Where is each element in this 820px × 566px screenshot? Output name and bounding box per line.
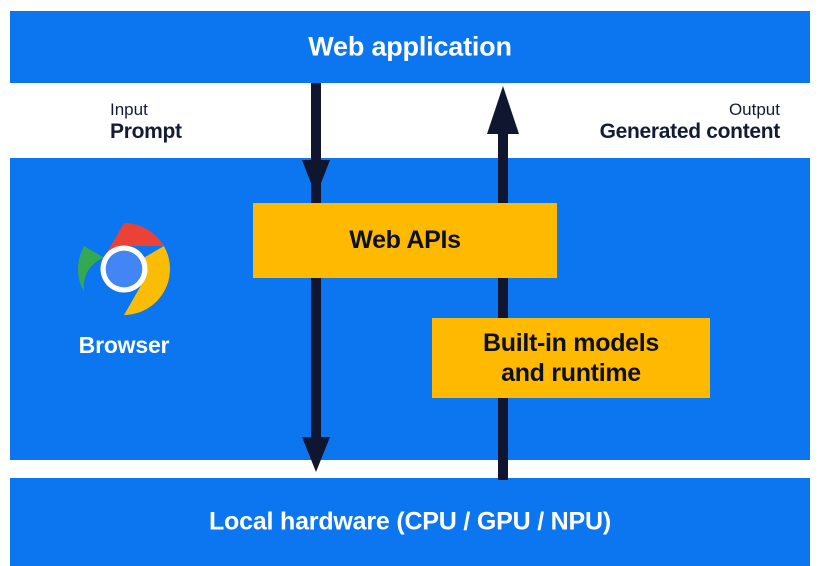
band-local-hardware-label: Local hardware (CPU / GPU / NPU) xyxy=(208,507,611,536)
band-local-hardware: Local hardware (CPU / GPU / NPU) xyxy=(10,478,810,566)
flow-output-kind: Output xyxy=(728,100,780,119)
band-web-application: Web application xyxy=(10,11,810,83)
browser-group: Browser xyxy=(48,222,200,359)
band-web-application-label: Web application xyxy=(308,31,512,62)
box-web-apis-label: Web APIs xyxy=(349,226,461,255)
box-web-apis: Web APIs xyxy=(253,203,557,278)
browser-label: Browser xyxy=(78,332,170,358)
box-builtin-models-label: Built-in models and runtime xyxy=(483,328,659,389)
flow-output-value: Generated content xyxy=(599,119,781,143)
box-builtin-models: Built-in models and runtime xyxy=(432,318,710,398)
chrome-logo-icon xyxy=(77,222,171,316)
box-builtin-models-line2: and runtime xyxy=(501,359,641,387)
arrow-down-icon xyxy=(296,83,336,472)
flow-label-input: Input Prompt xyxy=(110,100,182,144)
flow-input-value: Prompt xyxy=(110,119,182,143)
box-builtin-models-line1: Built-in models xyxy=(482,328,660,357)
arrow-up-icon xyxy=(483,86,523,480)
flow-label-output: Output Generated content xyxy=(599,100,781,144)
flow-input-kind: Input xyxy=(110,100,148,119)
